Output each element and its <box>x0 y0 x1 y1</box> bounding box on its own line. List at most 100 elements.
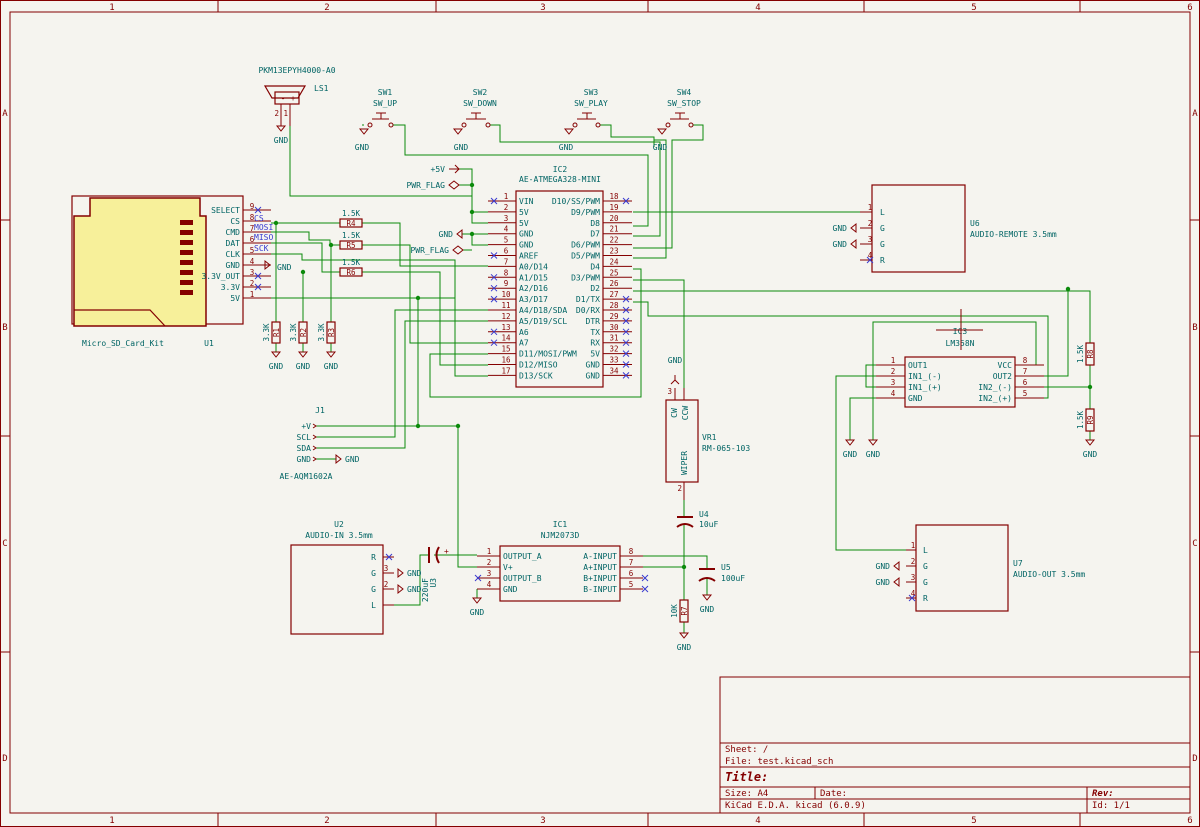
resistor-ref: R3 <box>327 328 336 337</box>
pin-name: DAT <box>226 239 241 248</box>
gnd-symbol <box>656 128 668 135</box>
gnd-label: GND <box>700 605 715 614</box>
resistor-body <box>1085 408 1095 432</box>
pin-name: A3/D17 <box>519 295 548 304</box>
speaker-cone <box>263 85 307 99</box>
junction-dot <box>469 209 475 215</box>
pin-name: D10/SS/PWM <box>552 197 600 206</box>
pin-number: 21 <box>609 225 618 234</box>
wire <box>429 268 642 398</box>
pin-number: 8 <box>1023 356 1028 365</box>
pin-number: 7 <box>504 257 509 266</box>
pin-number: 2 <box>250 279 255 288</box>
pin-number: 8 <box>250 213 255 222</box>
pin-name: 3.3V <box>221 283 240 292</box>
gnd-symbol: GND <box>296 351 311 371</box>
no-connect-marker <box>641 574 649 582</box>
u1-pin-3: 33.3V_OUT <box>201 268 271 281</box>
resistor-r9: R91.5K <box>1076 408 1095 432</box>
no-connect-marker <box>641 585 649 593</box>
pin-name: G <box>371 569 376 578</box>
pin-name: A0/D14 <box>519 262 548 271</box>
no-connect-marker <box>622 197 630 205</box>
title-date: Date: <box>820 789 847 799</box>
vr1-value: RM-065-103 <box>702 444 750 453</box>
pin-name: D0/RX <box>576 306 600 315</box>
gnd-label: GND <box>296 362 311 371</box>
pin-number: 1 <box>868 203 873 212</box>
gnd-label: GND <box>833 224 848 233</box>
gnd-symbol: GND <box>397 567 422 579</box>
pin-name: RX <box>590 339 600 348</box>
pin-name: SELECT <box>211 206 240 215</box>
pin-name: A1/D15 <box>519 273 548 282</box>
gnd-label: GND <box>653 143 668 152</box>
pin-name: D2 <box>590 284 600 293</box>
gnd-triangle <box>850 238 857 250</box>
sd-contact <box>180 240 193 245</box>
pin-name: A+INPUT <box>583 563 617 572</box>
switch-value: SW_PLAY <box>574 99 608 108</box>
pin-name: 5V <box>590 350 600 359</box>
pin-name: D3/PWM <box>571 273 600 282</box>
junction-dot <box>273 220 279 226</box>
no-connect-stroke <box>622 372 630 379</box>
pin-name: GND <box>908 394 923 403</box>
gnd-symbol: GND <box>866 439 880 459</box>
title-block: Sheet: /File: test.kicad_schTitle:Size: … <box>719 676 1191 814</box>
resistor-r2: R23.3K <box>289 321 308 344</box>
pin-name: OUT2 <box>993 372 1012 381</box>
row-index-left: C <box>2 539 7 549</box>
net-label: CS <box>254 214 264 223</box>
speaker-magnet <box>274 91 300 105</box>
label: - <box>281 94 286 103</box>
no-connect-stroke <box>622 328 630 336</box>
wire <box>271 253 488 377</box>
gnd-symbol: GND <box>677 632 691 652</box>
title-sheet: Sheet: / <box>725 745 768 755</box>
no-connect-stroke <box>490 273 498 281</box>
ls1-part: PKM13EPYH4000-A0 <box>258 66 335 75</box>
resistor-value: 1.5K <box>342 209 361 218</box>
gnd-symbol <box>264 259 271 271</box>
u4-ref: U4 <box>699 510 709 519</box>
gnd-triangle <box>452 128 464 135</box>
ic2-pin-7: 7A0/D14 <box>488 257 548 271</box>
switch-contact <box>388 122 394 128</box>
no-connect-stroke <box>254 283 262 291</box>
gnd-triangle <box>325 351 337 358</box>
pin-name: L <box>371 601 376 610</box>
pin-name: A7 <box>519 339 529 348</box>
pin-name: D9/PWM <box>571 208 600 217</box>
pin-name: CCW <box>681 406 690 421</box>
pin-number: 5 <box>629 580 634 589</box>
row-index-left: D <box>2 754 7 764</box>
gnd-label: GND <box>470 608 485 617</box>
wire <box>362 271 488 366</box>
j1-pin: SDA <box>297 444 317 453</box>
gnd-symbol: GND <box>274 125 288 145</box>
column-index-bottom: 3 <box>540 816 545 826</box>
ic2-pin-3: 35V <box>488 214 529 228</box>
column-index-bottom: 2 <box>324 816 329 826</box>
ic1-body <box>499 545 621 602</box>
pin-number: 6 <box>250 235 255 244</box>
pin-name: A-INPUT <box>583 552 617 561</box>
pin-number: 25 <box>609 268 618 277</box>
resistor-body <box>679 599 689 623</box>
pwr-flag-top: PWR_FLAG <box>406 180 460 190</box>
no-connect-marker <box>254 272 262 280</box>
no-connect-marker <box>490 328 498 336</box>
pwr-flag-mid: PWR_FLAG <box>410 245 464 255</box>
ic1-pin-5: 5B-INPUT <box>583 580 643 594</box>
pin-number: 9 <box>250 202 255 211</box>
